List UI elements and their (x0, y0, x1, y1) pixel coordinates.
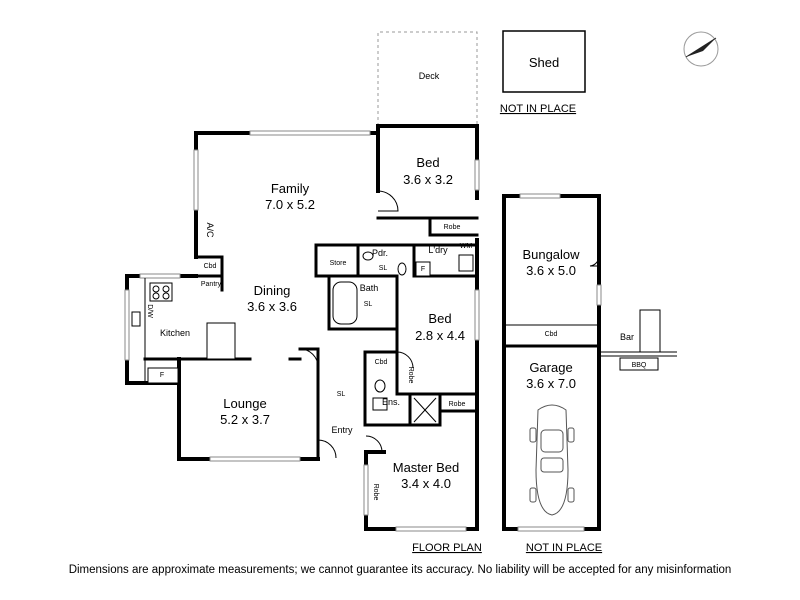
bungalow-cbd-label: Cbd (545, 331, 558, 338)
floor-plan-caption: FLOOR PLAN (412, 542, 482, 554)
robe-top-label: Robe (444, 224, 461, 231)
dining-dims: 3.6 x 3.6 (247, 299, 297, 314)
fixtures (131, 251, 474, 423)
family-dims: 7.0 x 5.2 (265, 197, 315, 212)
bed-top-name: Bed (416, 155, 439, 170)
garage-not-in-place: NOT IN PLACE (526, 542, 602, 554)
shed-outline (502, 30, 586, 93)
master-name: Master Bed (393, 460, 459, 475)
family-name: Family (271, 181, 310, 196)
bath-sl-label: SL (364, 301, 373, 308)
bath-label: Bath (360, 283, 379, 293)
deck-outline (377, 31, 478, 126)
shed-not-in-place: NOT IN PLACE (500, 103, 576, 115)
pdr-sl-label: SL (379, 265, 388, 272)
robe-mid-label: Robe (407, 367, 414, 384)
outbuilding-walls (502, 193, 602, 532)
deck-label: Deck (419, 71, 440, 81)
pantry-label: Pantry (201, 281, 222, 288)
entry-sl-label: SL (337, 391, 346, 398)
doors (299, 190, 414, 459)
shed-label: Shed (529, 55, 559, 70)
pdr-label: Pdr. (372, 248, 388, 258)
kitchen-label: Kitchen (160, 328, 190, 338)
bed-mid-dims: 2.8 x 4.4 (415, 328, 465, 343)
bar-area (599, 309, 677, 371)
car-icon (529, 404, 575, 516)
bungalow-name: Bungalow (522, 247, 580, 262)
bed-mid-name: Bed (428, 311, 451, 326)
windows (124, 130, 480, 532)
bed-top-dims: 3.6 x 3.2 (403, 172, 453, 187)
bar-label: Bar (620, 332, 634, 342)
kitchen-f-label: F (160, 372, 164, 379)
disclaimer-text: Dimensions are approximate measurements;… (69, 564, 732, 576)
store-label: Store (330, 260, 347, 267)
cbd-mid-label: Cbd (375, 359, 388, 366)
lounge-name: Lounge (223, 396, 266, 411)
ldry-label: L'dry (428, 245, 448, 255)
garage-dims: 3.6 x 7.0 (526, 376, 576, 391)
ens-label: Ens. (382, 397, 400, 407)
lounge-dims: 5.2 x 3.7 (220, 412, 270, 427)
compass-icon (683, 31, 719, 67)
garage-name: Garage (529, 360, 572, 375)
dining-name: Dining (254, 283, 291, 298)
cbd-label: Cbd (204, 263, 217, 270)
bbq-label: BBQ (632, 362, 647, 369)
robe-master-label: Robe (372, 484, 379, 501)
bungalow-dims: 3.6 x 5.0 (526, 263, 576, 278)
ldry-f-label: F (421, 266, 425, 273)
dw-label: D/W (146, 304, 153, 318)
ac-label: A/C (205, 222, 215, 238)
wm-label: WM (460, 243, 473, 250)
entry-label: Entry (331, 425, 353, 435)
robe-ens-label: Robe (449, 401, 466, 408)
master-dims: 3.4 x 4.0 (401, 476, 451, 491)
